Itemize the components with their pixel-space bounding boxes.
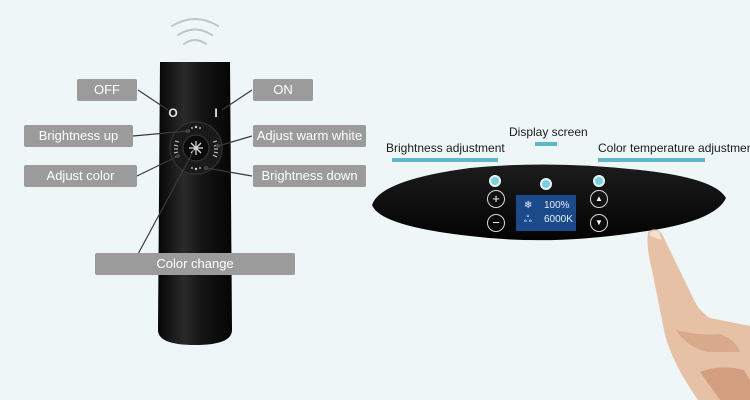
screen-temperature-row: ஃ 6000K: [524, 213, 573, 227]
callout-color-change: Color change: [95, 253, 295, 275]
callout-brightness-up: Brightness up: [24, 125, 133, 147]
bar-color-temperature-adjustment: [598, 158, 705, 162]
label-brightness-adjustment: Brightness adjustment: [386, 141, 505, 155]
brightness-minus-button[interactable]: −: [487, 214, 505, 232]
bar-display-screen: [535, 142, 557, 146]
temperature-up-button[interactable]: ▲: [590, 190, 608, 208]
leader-lines: [132, 89, 253, 255]
sun-icon: [189, 141, 203, 155]
leader-dots: [176, 129, 220, 170]
screen-temperature-value: 6000K: [544, 214, 573, 225]
snowflake-icon: ❄: [524, 200, 533, 211]
indicator-brightness: [489, 175, 501, 187]
screen-brightness-row: ❄ 100%: [524, 199, 570, 213]
label-display-screen: Display screen: [509, 125, 588, 139]
callout-adjust-color: Adjust color: [24, 165, 137, 187]
brightness-up-dots: [191, 125, 201, 129]
bar-brightness-adjustment: [392, 158, 498, 162]
callout-brightness-down: Brightness down: [253, 165, 366, 187]
indicator-screen: [540, 178, 552, 190]
brightness-down-dots: [191, 167, 201, 171]
hand-illustration: [647, 229, 750, 400]
temperature-down-button[interactable]: ▼: [590, 214, 608, 232]
off-button[interactable]: O: [168, 106, 178, 120]
brightness-plus-button[interactable]: +: [487, 190, 505, 208]
label-color-temperature-adjustment: Color temperature adjustment: [598, 141, 750, 155]
callout-adjust-warm-white: Adjust warm white: [253, 125, 366, 147]
color-circles-icon: ஃ: [524, 214, 532, 225]
on-button[interactable]: I: [214, 106, 218, 120]
callout-off: OFF: [77, 79, 137, 101]
display-screen: ❄ 100% ஃ 6000K: [516, 195, 576, 231]
wireless-signal-icon: [171, 18, 219, 45]
indicator-temperature: [593, 175, 605, 187]
screen-brightness-value: 100%: [544, 200, 570, 211]
callout-on: ON: [253, 79, 313, 101]
